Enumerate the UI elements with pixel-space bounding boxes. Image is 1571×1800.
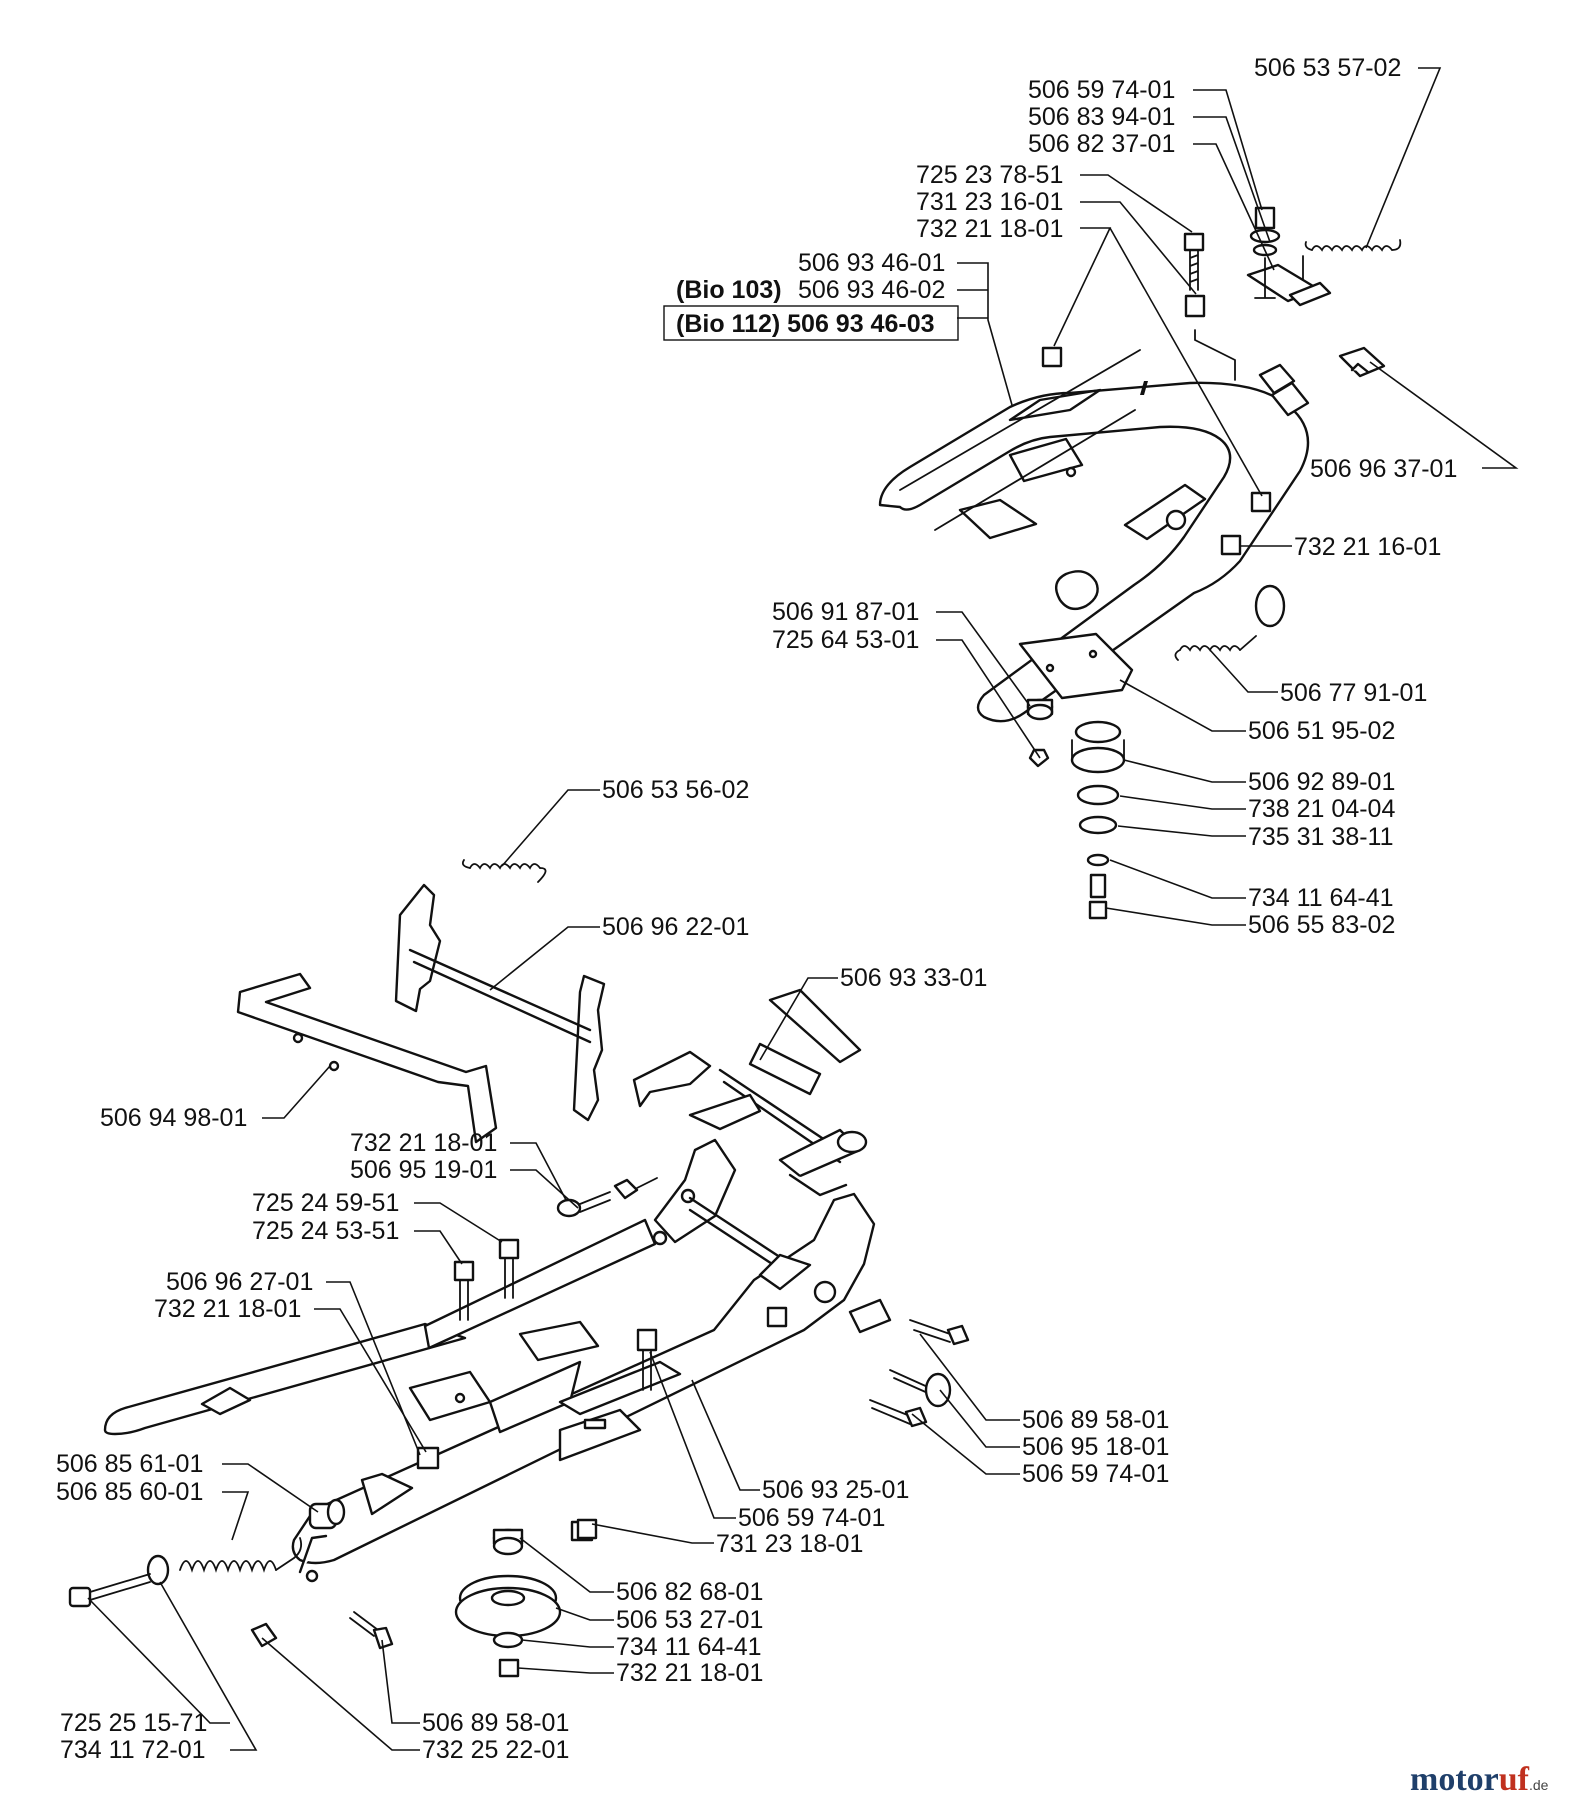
watermark-part1: motor <box>1410 1761 1499 1798</box>
label-506-95-19-01: 506 95 19-01 <box>350 1156 497 1184</box>
label-506-82-68-01: 506 82 68-01 <box>616 1578 763 1606</box>
label-734-11-72-01: 734 11 72-01 <box>60 1736 206 1764</box>
watermark-part2: uf <box>1499 1761 1530 1798</box>
label-506-93-46-01: 506 93 46-01 <box>798 249 945 277</box>
label-506-53-27-01: 506 53 27-01 <box>616 1606 763 1634</box>
pedal-506-93-33-01 <box>632 988 868 1197</box>
spring-506-77-91-01 <box>1174 584 1286 661</box>
label-738-21-04-04: 738 21 04-04 <box>1248 795 1395 823</box>
leader-lines <box>87 67 1519 1751</box>
bolts-bottom-left <box>250 1611 394 1650</box>
label-506-85-60-01: 506 85 60-01 <box>56 1478 203 1506</box>
label-506-94-98-01: 506 94 98-01 <box>100 1104 247 1132</box>
label-735-31-38-11: 735 31 38-11 <box>1248 823 1394 851</box>
clip-506-96-37-01 <box>1338 346 1386 378</box>
bracket-506-94-98-01 <box>236 972 498 1144</box>
label-506-96-22-01: 506 96 22-01 <box>602 913 749 941</box>
label-506-96-37-01: 506 96 37-01 <box>1310 455 1457 483</box>
label-506-96-27-01: 506 96 27-01 <box>166 1268 313 1296</box>
part-labels: 506 53 57-02 506 59 74-01 506 83 94-01 5… <box>56 54 1457 1764</box>
bolt-725-23-78-51 <box>1183 232 1236 381</box>
label-732-21-18-01-top: 732 21 18-01 <box>916 215 1063 243</box>
spring-506-53-57-02 <box>1304 239 1402 252</box>
label-732-21-16-01: 732 21 16-01 <box>1294 533 1441 561</box>
label-725-25-15-71: 725 25 15-71 <box>60 1709 207 1737</box>
svg-text:motoruf.de: motoruf.de <box>1410 1761 1549 1798</box>
bracket-506-51-95-02 <box>1018 632 1134 700</box>
label-731-23-16-01: 731 23 16-01 <box>916 188 1063 216</box>
label-506-55-83-02: 506 55 83-02 <box>1248 911 1395 939</box>
label-731-23-18-01: 731 23 18-01 <box>716 1530 863 1558</box>
label-506-82-37-01: 506 82 37-01 <box>1028 130 1175 158</box>
label-506-85-61-01: 506 85 61-01 <box>56 1450 203 1478</box>
label-506-77-91-01: 506 77 91-01 <box>1280 679 1427 707</box>
label-725-64-53-01: 725 64 53-01 <box>772 626 919 654</box>
pulley-bottom <box>454 1518 598 1678</box>
label-506-93-33-01: 506 93 33-01 <box>840 964 987 992</box>
label-506-51-95-02: 506 51 95-02 <box>1248 717 1395 745</box>
label-734-11-64-41-right: 734 11 64-41 <box>1248 884 1394 912</box>
watermark-suffix: .de <box>1529 1777 1549 1793</box>
label-506-83-94-01: 506 83 94-01 <box>1028 103 1175 131</box>
label-bio112: (Bio 112) 506 93 46-03 <box>676 310 935 338</box>
label-506-93-25-01: 506 93 25-01 <box>762 1476 909 1504</box>
spring-assembly-left <box>68 1498 346 1608</box>
label-725-24-53-51: 725 24 53-51 <box>252 1217 399 1245</box>
bio112-highlight-box <box>663 305 959 341</box>
label-506-95-18-01: 506 95 18-01 <box>1022 1433 1169 1461</box>
label-732-21-18-01-mid: 732 21 18-01 <box>350 1129 497 1157</box>
label-506-53-57-02: 506 53 57-02 <box>1254 54 1401 82</box>
label-506-59-74-01-right: 506 59 74-01 <box>1022 1460 1169 1488</box>
main-frame-506-93-25-01 <box>103 1138 892 1583</box>
pulley-stack-right <box>1026 698 1126 920</box>
label-732-25-22-01: 732 25 22-01 <box>422 1736 569 1764</box>
label-725-23-78-51: 725 23 78-51 <box>916 161 1063 189</box>
label-506-89-58-01-right: 506 89 58-01 <box>1022 1406 1169 1434</box>
label-506-89-58-01-bottom: 506 89 58-01 <box>422 1709 569 1737</box>
label-506-59-74-01-center: 506 59 74-01 <box>738 1504 885 1532</box>
watermark-logo: motoruf.de <box>1410 1761 1549 1798</box>
shaft-506-96-22-01 <box>394 883 606 1122</box>
label-732-21-18-01-bottom: 732 21 18-01 <box>616 1659 763 1687</box>
label-725-24-59-51: 725 24 59-51 <box>252 1189 399 1217</box>
bolt-stack-top-right <box>1246 206 1332 307</box>
label-506-53-56-02: 506 53 56-02 <box>602 776 749 804</box>
label-734-11-64-41-bottom: 734 11 64-41 <box>616 1633 762 1661</box>
label-506-92-89-01: 506 92 89-01 <box>1248 768 1395 796</box>
label-506-91-87-01: 506 91 87-01 <box>772 598 919 626</box>
label-732-21-18-01-left: 732 21 18-01 <box>154 1295 301 1323</box>
label-506-93-46-02: 506 93 46-02 <box>798 276 945 304</box>
label-bio103: (Bio 103) <box>676 276 782 304</box>
label-506-59-74-01: 506 59 74-01 <box>1028 76 1175 104</box>
bolts-right <box>869 1319 970 1428</box>
nut-bolt-center <box>556 1177 658 1218</box>
